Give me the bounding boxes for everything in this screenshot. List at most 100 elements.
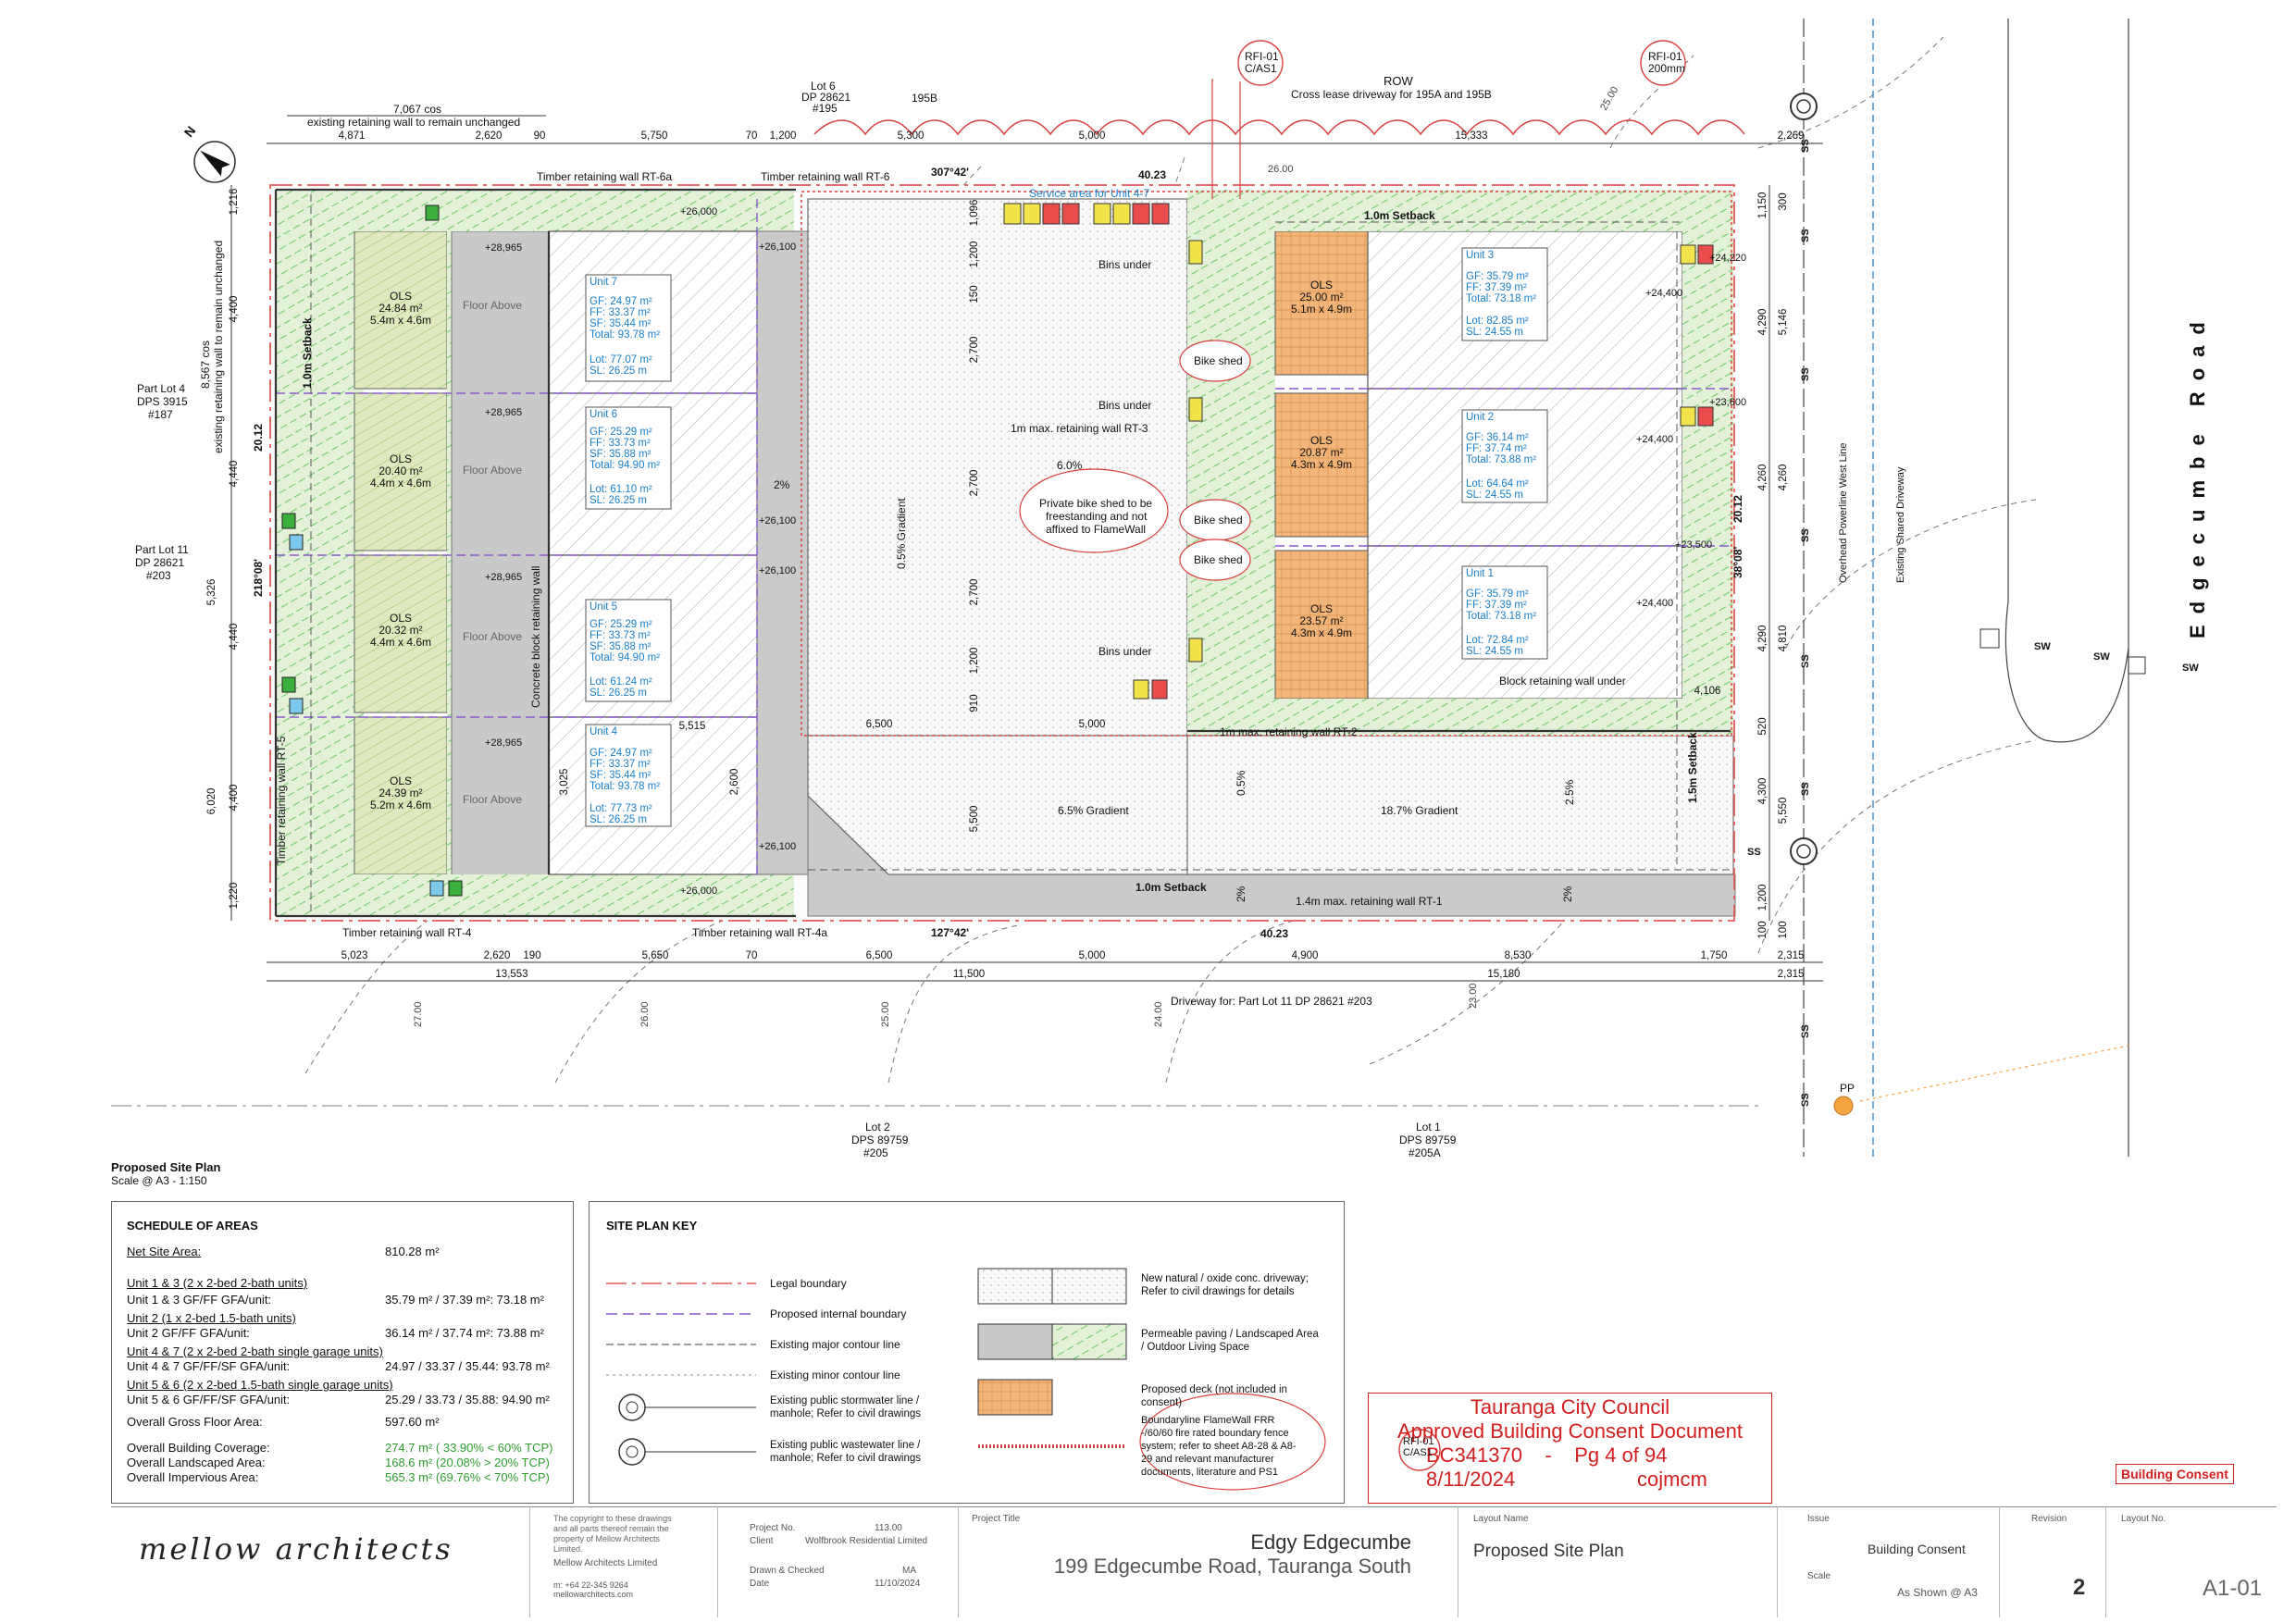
rfi-markers (1237, 40, 1686, 1471)
wall-rt6a: Timber retaining wall RT-6a (537, 170, 672, 183)
setback-right: 1.5m Setback (1686, 732, 1699, 803)
unit6-sf: SF: 35.88 m² (590, 449, 652, 460)
level-1: +26,000 (680, 206, 717, 217)
schedule-row-label: Overall Impervious Area: (127, 1470, 259, 1484)
lot2-1: Lot 2 (865, 1121, 890, 1134)
ss-6: SS (1800, 782, 1811, 796)
svg-text:27.00: 27.00 (413, 1001, 424, 1027)
tb-sep1 (529, 1506, 530, 1617)
existing-wall-vert-dim: 8,567 cos (199, 341, 212, 389)
ols-right-2-area: 20.87 m² (1299, 446, 1343, 459)
dim-in-11: 1,096 (969, 200, 980, 227)
consent-stamp: Tauranga City Council Approved Building … (1368, 1393, 1772, 1504)
existing-wall-dim: 7,067 cos (393, 103, 441, 116)
ols-right-3-dims: 4.3m x 4.9m (1291, 626, 1352, 639)
unit2-ff: FF: 37.74 m² (1466, 443, 1527, 454)
gradient-60: 6.0% (1057, 459, 1083, 472)
unit5-name: Unit 5 (590, 601, 617, 613)
layout-no-label: Layout No. (2121, 1514, 2166, 1524)
unit7-sf: SF: 35.44 m² (590, 318, 652, 329)
bins-under-2: Bins under (1098, 399, 1151, 412)
schedule-row-value: 25.29 / 33.73 / 35.88: 94.90 m² (385, 1393, 550, 1406)
dim-top-3: 90 (534, 130, 546, 142)
level-11: +24,220 (1709, 253, 1746, 264)
gradient-65: 6.5% Gradient (1058, 804, 1129, 817)
wall-rt6: Timber retaining wall RT-6 (761, 170, 890, 183)
stamp-line2: Approved Building Consent Document (1396, 1419, 1743, 1443)
lot6-195b: 195B (912, 92, 937, 105)
tb-sep6 (1999, 1506, 2000, 1617)
dim-in-7: 910 (969, 694, 980, 712)
dim-right-10: 4,300 (1757, 778, 1769, 805)
unit6-sl: SL: 26.25 m (590, 495, 647, 506)
level-5: +26,100 (759, 515, 796, 527)
level-3: +26,100 (759, 242, 796, 253)
level-13: +23,600 (1709, 397, 1746, 408)
setback-left: 1.0m Setback (301, 317, 314, 389)
dim-right-1: 1,150 (1757, 192, 1769, 219)
scale-value: As Shown @ A3 (1897, 1586, 1978, 1599)
unit5-ff: FF: 33.73 m² (590, 630, 651, 641)
bins-under-1: Bins under (1098, 258, 1151, 271)
schedule-row-label: Overall Gross Floor Area: (127, 1415, 263, 1429)
part-lot4-3: #187 (148, 408, 173, 421)
level-12: +24,400 (1645, 288, 1682, 299)
dim-b1-9: 8,530 (1505, 950, 1532, 961)
unit7-total: Total: 93.78 m² (590, 329, 660, 341)
key-flamewall: Boundaryline FlameWall FRR -/60/60 fire … (1141, 1415, 1297, 1478)
svg-text:23.00: 23.00 (1468, 983, 1479, 1009)
wall-rt5: Timber retaining wall RT-5 (275, 736, 288, 865)
stamp-line1: Tauranga City Council (1470, 1395, 1670, 1419)
tb-sep5 (1777, 1506, 1778, 1617)
gradient-187: 18.7% Gradient (1381, 804, 1458, 817)
lot2-3: #205 (863, 1146, 888, 1159)
dim-left-2: 4,400 (229, 296, 240, 323)
dim-b1-1: 5,023 (341, 950, 368, 961)
dim-right-4: 5,146 (1778, 309, 1789, 336)
unit5-lot: Lot: 61.24 m² (590, 676, 652, 688)
dim-in-1: 3,025 (559, 769, 570, 796)
schedule-row-label: Unit 5 & 6 GF/FF/SF GFA/unit: (127, 1393, 291, 1406)
part-lot11-2: DP 28621 (135, 556, 184, 569)
issue-label: Issue (1807, 1514, 1830, 1524)
unit3-sl: SL: 24.55 m (1466, 327, 1523, 338)
north-arrow-icon (193, 141, 236, 183)
unit7-name: Unit 7 (590, 277, 617, 288)
issue-value: Building Consent (1868, 1542, 1966, 1556)
key-driveway: New natural / oxide conc. driveway; Refe… (1141, 1273, 1309, 1297)
dim-right-6: 4,260 (1778, 465, 1789, 491)
unit5-total: Total: 94.90 m² (590, 652, 660, 663)
dim-top-8: 5,000 (1079, 130, 1106, 142)
unit6-name: Unit 6 (590, 409, 617, 420)
gradient-05: 0.5% (1235, 770, 1247, 796)
ols-left-2-dims: 4.4m x 4.6m (370, 477, 431, 489)
unit1-sl: SL: 24.55 m (1466, 646, 1523, 657)
ols-left-3-label: OLS (390, 612, 412, 625)
unit6-gf: GF: 25.29 m² (590, 427, 652, 438)
bike-shed-1: Bike shed (1194, 354, 1243, 367)
unit3-gf: GF: 35.79 m² (1466, 271, 1529, 282)
unit4-lot: Lot: 77.73 m² (590, 803, 652, 814)
stamp-line3: BC341370 - Pg 4 of 94 (1426, 1443, 1668, 1467)
unit4-sf: SF: 35.44 m² (590, 770, 652, 781)
ols-right-2-label: OLS (1310, 434, 1333, 447)
dim-b2-1: 13,553 (495, 969, 527, 980)
level-7: +26,100 (759, 565, 796, 576)
rfi1-a: RFI-01 (1245, 50, 1279, 63)
floor-above-3: Floor Above (463, 630, 522, 643)
bike-shed-2: Bike shed (1194, 514, 1243, 527)
unit6-lot: Lot: 61.10 m² (590, 484, 652, 495)
schedule-row-value: 35.79 m² / 37.39 m²: 73.18 m² (385, 1293, 544, 1307)
ss-5: SS (1800, 654, 1811, 668)
unit3-ff: FF: 37.39 m² (1466, 282, 1527, 293)
unit3-lot: Lot: 82.85 m² (1466, 316, 1529, 327)
dim-right-5: 4,260 (1757, 465, 1769, 491)
date-value: 11/10/2024 (875, 1579, 921, 1589)
dim-right-12: 1,200 (1757, 885, 1769, 911)
key-title: SITE PLAN KEY (606, 1219, 698, 1233)
copyright: The copyright to these drawings and all … (553, 1514, 672, 1554)
unit2-name: Unit 2 (1466, 412, 1494, 423)
dim-mid-2: 5,000 (1079, 719, 1106, 730)
dim-right-2: 300 (1778, 192, 1789, 210)
